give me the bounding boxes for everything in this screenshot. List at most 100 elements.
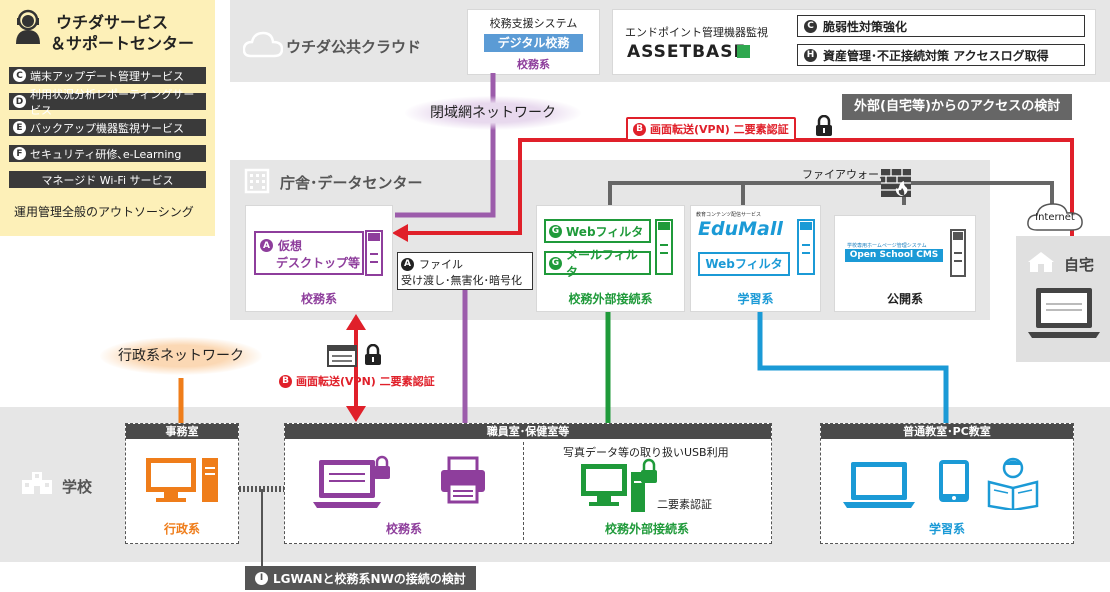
external-tag: 校務外部接続系 (568, 292, 653, 306)
classroom-header: 普通教室･PC教室 (821, 424, 1073, 439)
support-service-list: C 端末アップデート管理サービス D 利用状況分析レポーティングサービス E バ… (9, 67, 206, 188)
mail-filter-pill: G メールフィルタ (544, 248, 651, 279)
internet-cloud: Internet (1025, 200, 1085, 232)
office-tag: 行政系 (163, 522, 200, 536)
home-panel: 自宅 (1016, 236, 1110, 362)
lock-icon (815, 114, 833, 141)
staff-pc-icon (579, 458, 659, 518)
service-badge: D (13, 95, 26, 108)
service-badge: F (13, 147, 26, 160)
cms-caption: 学校専用ホームページ管理システム (847, 243, 927, 249)
virtual-desktop-panel: A 仮想 デスクトップ等 (254, 231, 364, 275)
cloud-icon (242, 30, 284, 62)
staff-header: 職員室･保健室等 (285, 424, 771, 439)
server-icon (950, 229, 966, 281)
vpn-text: 画面転送(VPN) 二要素認証 (296, 375, 435, 388)
file-note-line2: 受け渡し･無害化･暗号化 (401, 274, 522, 287)
home-label: 自宅 (1064, 256, 1095, 274)
mail-filter-badge: G (549, 256, 562, 270)
web-filter-text: Webフィルタ (566, 224, 644, 239)
service-label: 利用状況分析レポーティングサービス (30, 87, 195, 117)
house-icon (1026, 250, 1056, 278)
web-filter-pill: G Webフィルタ (544, 219, 651, 243)
service-badge: E (13, 121, 26, 134)
internet-label: Internet (1035, 212, 1075, 223)
public-tag: 公開系 (886, 292, 923, 306)
file-note-line1: ファイル (419, 258, 463, 271)
datacenter-title: 庁舎･データセンター (280, 174, 423, 192)
tablet-icon (937, 458, 971, 508)
school-admin-tag: 校務系 (300, 292, 337, 306)
staff-room: 職員室･保健室等 校務系 写真データ等の取り扱いUSB利用 二要素認証 校務外部… (284, 423, 772, 544)
server-icon (365, 230, 383, 280)
staff-left-tag: 校務系 (385, 522, 422, 536)
access-label: 資産管理･不正接続対策 アクセスログ取得 (823, 48, 1049, 63)
system-caption: 校務支援システム (489, 17, 578, 30)
school-admin-box: A 仮想 デスクトップ等 校務系 (245, 205, 393, 312)
service-item: F セキュリティ研修､e-Learning (9, 145, 206, 162)
service-item: マネージド Wi-Fi サービス (9, 171, 206, 188)
service-badge: C (13, 69, 26, 82)
vpn-badge: B (279, 374, 292, 388)
office-room: 事務室 行政系 (125, 423, 239, 544)
vpn-badge: B (633, 122, 646, 136)
home-laptop-icon (1026, 286, 1102, 346)
closed-network-label: 閉域網ネットワーク (405, 96, 581, 130)
classroom-room: 普通教室･PC教室 学習系 (820, 423, 1074, 544)
service-item: C 端末アップデート管理サービス (9, 67, 206, 84)
endpoint-box: エンドポイント管理機器監視 ASSETBASE C 脆弱性対策強化 H 資産管理… (612, 9, 1096, 75)
lgwan-badge: I (255, 571, 268, 585)
system-tag: 校務系 (517, 58, 550, 71)
cloud-title: ウチダ公共クラウド (286, 38, 422, 56)
virtual-desktop-line1: 仮想 (278, 239, 303, 253)
service-label: 端末アップデート管理サービス (30, 69, 184, 83)
vpn-mid-label: B 画面転送(VPN) 二要素認証 (279, 373, 435, 389)
edumall-logo: EduMall (698, 218, 783, 240)
support-footer: 運用管理全般のアウトソーシング (14, 205, 194, 219)
staff-laptop-icon (313, 454, 403, 514)
lgwan-text: LGWANと校務系NWの接続の検討 (273, 571, 466, 586)
vuln-badge: C (804, 19, 817, 33)
service-item: E バックアップ機器監視サービス (9, 119, 206, 136)
staff-right-tag: 校務外部接続系 (604, 522, 689, 536)
usb-note: 写真データ等の取り扱いUSB利用 (563, 446, 729, 459)
public-box: 学校専用ホームページ管理システム Open School CMS 公開系 (834, 215, 976, 312)
learning-box: 教育コンテンツ配信サービス EduMall Webフィルタ 学習系 (690, 205, 821, 312)
office-pc-icon (144, 454, 220, 510)
support-title-2: ＆サポートセンター (50, 34, 195, 53)
virtual-desktop-line2: デスクトップ等 (276, 256, 361, 270)
endpoint-caption: エンドポイント管理機器監視 (625, 26, 768, 39)
lgwan-label: I LGWANと校務系NWの接続の検討 (245, 566, 476, 590)
student-reading-icon (985, 456, 1041, 514)
vuln-label: 脆弱性対策強化 (823, 19, 908, 34)
lock-icon (364, 343, 382, 370)
office-header: 事務室 (126, 424, 238, 439)
closed-network-text: 閉域網ネットワーク (430, 105, 556, 121)
access-pill: H 資産管理･不正接続対策 アクセスログ取得 (797, 44, 1085, 66)
screen-transfer-icon (327, 345, 357, 371)
cms-logo: Open School CMS (845, 249, 943, 262)
access-badge: H (804, 48, 817, 62)
school-building-icon (20, 470, 54, 500)
mail-filter-text: メールフィルタ (566, 248, 638, 279)
service-label: バックアップ機器監視サービス (30, 121, 184, 135)
vpn-top-label: B 画面転送(VPN) 二要素認証 (626, 117, 796, 141)
system-name: デジタル校務 (484, 34, 583, 52)
file-note-box: A ファイル 受け渡し･無害化･暗号化 (397, 252, 533, 290)
web-filter-badge: G (549, 224, 562, 238)
admin-network-label: 行政系ネットワーク (100, 337, 262, 375)
external-box: G Webフィルタ G メールフィルタ 校務外部接続系 (536, 205, 685, 312)
assetbase-logo: ASSETBASE (627, 42, 747, 62)
firewall-label: ファイアウォール (802, 168, 890, 181)
edumall-caption: 教育コンテンツ配信サービス (696, 212, 762, 218)
vpn-text: 画面転送(VPN) 二要素認証 (650, 123, 789, 136)
service-label: マネージド Wi-Fi サービス (41, 173, 174, 187)
classroom-tag: 学習系 (928, 522, 965, 536)
file-note-badge: A (401, 257, 414, 271)
learning-web-filter: Webフィルタ (698, 252, 790, 276)
admin-network-text: 行政系ネットワーク (118, 348, 244, 364)
assetbase-mark-icon (737, 45, 750, 58)
twofactor-note: 二要素認証 (657, 498, 712, 511)
service-label: セキュリティ研修､e-Learning (30, 147, 182, 161)
printer-icon (439, 456, 487, 510)
